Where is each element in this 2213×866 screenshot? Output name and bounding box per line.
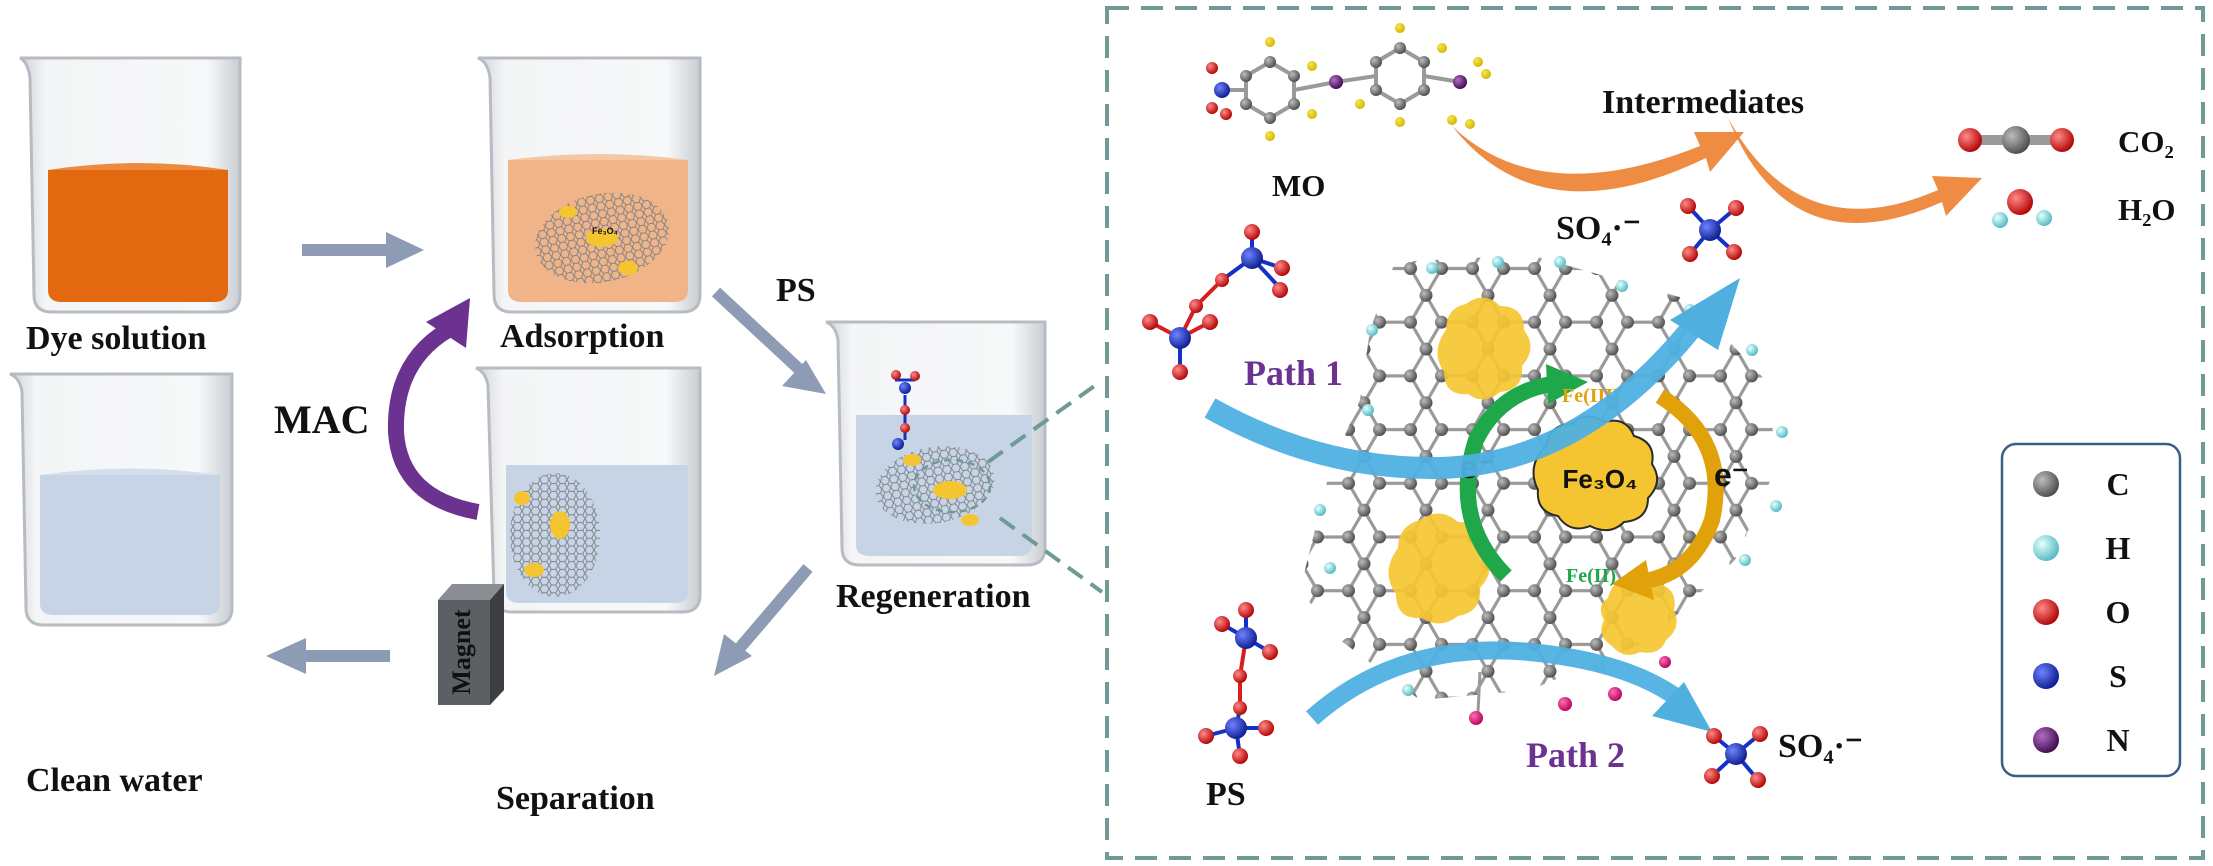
ps-molecule-path1 bbox=[1142, 224, 1290, 380]
beaker-adsorption bbox=[477, 56, 702, 314]
fe3o4-clusters bbox=[1388, 297, 1677, 655]
graphene-edge-atoms bbox=[1314, 256, 1788, 725]
label-mac: MAC bbox=[274, 397, 370, 442]
legend-atom-n-icon bbox=[2033, 727, 2059, 753]
label-dye-solution: Dye solution bbox=[26, 320, 207, 357]
arrow-regeneration-to-separation bbox=[714, 564, 813, 676]
label-path2: Path 2 bbox=[1526, 735, 1625, 775]
beaker-clean-water bbox=[9, 372, 234, 627]
label-co2: CO₂ bbox=[2118, 124, 2174, 159]
path1-arrow bbox=[1204, 278, 1740, 480]
ps-molecule-path2 bbox=[1198, 602, 1278, 764]
so4-radical-top bbox=[1680, 198, 1744, 262]
legend-atom-h-label: H bbox=[2106, 530, 2131, 566]
label-mo: MO bbox=[1272, 168, 1326, 203]
legend-atom-o-label: O bbox=[2106, 594, 2131, 630]
label-h2o: H₂O bbox=[2118, 192, 2176, 227]
intermediate-arrows bbox=[1452, 118, 1982, 224]
legend-atom-n-label: N bbox=[2106, 722, 2129, 758]
label-path1: Path 1 bbox=[1244, 353, 1343, 393]
h2o-molecule bbox=[1992, 189, 2052, 228]
label-ps-mechanism: PS bbox=[1206, 776, 1246, 813]
arrow-separation-to-clean bbox=[266, 638, 390, 674]
legend-atom-h-icon bbox=[2033, 535, 2059, 561]
mechanism-panel bbox=[1105, 6, 2205, 860]
mac-recycle-arrow bbox=[387, 298, 480, 520]
beaker-dye-solution bbox=[19, 56, 242, 314]
mo-molecule bbox=[1206, 23, 1491, 141]
fe-ii-label: Fe(II) bbox=[1566, 565, 1616, 587]
label-so4-bottom: SO₄·⁻ bbox=[1778, 728, 1863, 765]
label-fe3o4-adsorption: Fe₃O₄ bbox=[592, 226, 618, 236]
arrow-adsorption-to-regeneration bbox=[711, 287, 826, 394]
so4-radical-bottom bbox=[1704, 726, 1768, 788]
magnet-block: Magnet bbox=[438, 584, 504, 705]
legend-atom-s-icon bbox=[2033, 663, 2059, 689]
label-adsorption: Adsorption bbox=[500, 318, 665, 355]
label-so4-top: SO₄·⁻ bbox=[1556, 210, 1641, 247]
zoom-lines bbox=[986, 380, 1104, 594]
label-intermediates: Intermediates bbox=[1602, 84, 1805, 121]
legend-atom-s-label: S bbox=[2109, 658, 2127, 694]
fe-cycle: Fe(III) Fe(II) e⁻ e⁻ bbox=[1459, 364, 1749, 600]
label-clean-water: Clean water bbox=[26, 762, 203, 799]
electron-right-label: e⁻ bbox=[1714, 457, 1749, 493]
legend-atom-c-icon bbox=[2033, 471, 2059, 497]
magnet-label: Magnet bbox=[447, 609, 476, 695]
beaker-separation bbox=[475, 366, 702, 614]
label-ps-process: PS bbox=[776, 272, 816, 309]
label-regeneration: Regeneration bbox=[836, 578, 1031, 615]
fe3o4-center-label: Fe₃O₄ bbox=[1563, 464, 1638, 494]
beaker-regeneration bbox=[825, 320, 1047, 567]
arrow-dye-to-adsorption bbox=[302, 232, 424, 268]
legend-atom-c-label: C bbox=[2106, 466, 2129, 502]
co2-molecule bbox=[1958, 126, 2074, 154]
legend-atom-o-icon bbox=[2033, 599, 2059, 625]
path2-arrow bbox=[1306, 641, 1712, 732]
process-arrows bbox=[266, 232, 826, 676]
label-separation: Separation bbox=[496, 780, 655, 817]
